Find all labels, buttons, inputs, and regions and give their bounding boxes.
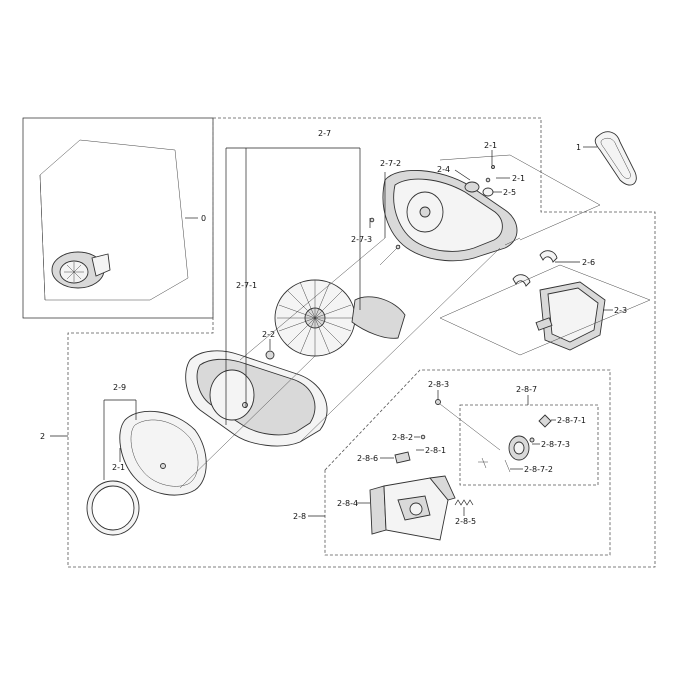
label-2-4: 2-4 bbox=[437, 165, 450, 174]
label-2-9: 2-9 bbox=[113, 383, 126, 392]
dryer-cabinet-outline bbox=[39, 139, 189, 301]
assembly-axis-lines bbox=[179, 237, 501, 489]
label-2-7-2: 2-7-2 bbox=[380, 159, 401, 168]
leader-2-4 bbox=[454, 169, 471, 181]
rear-housing-subregion bbox=[439, 154, 601, 241]
idler-spring bbox=[454, 499, 474, 506]
label-2-8-1: 2-8-1 bbox=[425, 446, 446, 455]
label-2-6: 2-6 bbox=[582, 258, 595, 267]
front-seal-ring bbox=[86, 480, 140, 536]
label-2-5: 2-5 bbox=[503, 188, 516, 197]
front-blower-housing bbox=[185, 350, 328, 447]
label-2-2: 2-2 bbox=[262, 330, 275, 339]
label-2-1-top: 2-1 bbox=[484, 141, 497, 150]
assembly-2-boundary bbox=[67, 117, 656, 568]
motor-clamps bbox=[512, 250, 558, 287]
label-2-8-7-1: 2-8-7-1 bbox=[557, 416, 586, 425]
rear-blower-housing bbox=[379, 169, 521, 266]
leader-2-9 bbox=[103, 399, 137, 480]
idler-pulley bbox=[508, 414, 552, 461]
drive-motor bbox=[535, 281, 606, 351]
label-2-8: 2-8 bbox=[293, 512, 306, 521]
wheel-nut bbox=[265, 350, 275, 360]
label-2-1-mid: 2-1 bbox=[512, 174, 525, 183]
label-2-8-6: 2-8-6 bbox=[357, 454, 378, 463]
label-2-7: 2-7 bbox=[318, 129, 331, 138]
assembly-2-8-boundary bbox=[324, 369, 611, 556]
idler-bracket bbox=[369, 475, 456, 541]
label-2-7-1: 2-7-1 bbox=[236, 281, 257, 290]
label-2-7-3: 2-7-3 bbox=[351, 235, 372, 244]
label-2-8-3: 2-8-3 bbox=[428, 380, 449, 389]
label-2-8-5: 2-8-5 bbox=[455, 517, 476, 526]
blower-wheel bbox=[274, 279, 406, 357]
label-1: 1 bbox=[576, 143, 581, 152]
label-2-8-4: 2-8-4 bbox=[337, 499, 358, 508]
label-2: 2 bbox=[40, 432, 45, 441]
inset-assembly-thumbnail bbox=[51, 251, 111, 289]
label-2-8-7-3: 2-8-7-3 bbox=[541, 440, 570, 449]
leader-2-7 bbox=[225, 147, 361, 425]
front-duct-rim bbox=[119, 410, 207, 496]
inset-frame bbox=[22, 117, 214, 319]
label-2-8-7: 2-8-7 bbox=[516, 385, 537, 394]
drive-belt bbox=[594, 131, 637, 186]
label-2-8-2: 2-8-2 bbox=[392, 433, 413, 442]
assembly-2-8-7-boundary bbox=[459, 404, 599, 486]
label-2-8-7-2: 2-8-7-2 bbox=[524, 465, 553, 474]
label-2-3: 2-3 bbox=[614, 306, 627, 315]
label-0: 0 bbox=[201, 214, 206, 223]
motor-mount-plate bbox=[439, 264, 651, 356]
idler-pulley-parts bbox=[464, 165, 495, 197]
label-2-1-lower: 2-1 bbox=[112, 463, 125, 472]
